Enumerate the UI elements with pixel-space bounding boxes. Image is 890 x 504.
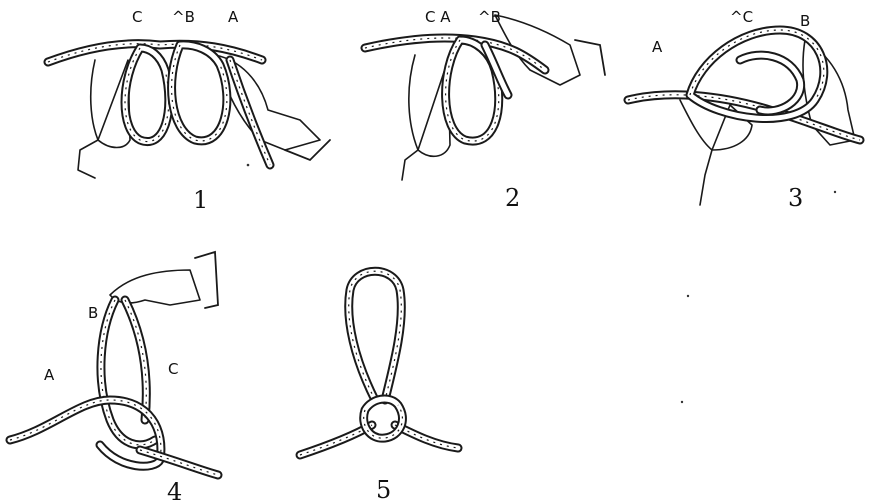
rope-2	[365, 38, 545, 141]
ink-dot	[687, 295, 689, 297]
figure-number: 3	[788, 184, 803, 212]
rope-5	[300, 271, 458, 455]
label-c-a: C A	[425, 8, 451, 26]
figure-5: 5	[300, 271, 689, 504]
figure-1: C ^B A 1	[48, 8, 330, 214]
figure-3: A ^C B 3	[628, 8, 860, 212]
label-c: C	[132, 8, 142, 26]
label-c: ^C	[730, 8, 753, 26]
figure-number: 1	[193, 186, 208, 214]
label-b: B	[88, 304, 98, 322]
label-b: B	[800, 12, 810, 30]
rope-4	[10, 300, 218, 475]
figure-number: 4	[167, 478, 182, 504]
figure-number: 2	[505, 184, 520, 212]
label-a: A	[44, 366, 55, 384]
figure-4: B A C 4	[10, 252, 218, 504]
label-b: ^B	[172, 8, 195, 26]
hand-left	[402, 55, 450, 180]
label-b: ^B	[478, 8, 501, 26]
ink-dot	[834, 191, 836, 193]
label-c: C	[168, 360, 178, 378]
figure-2: C A ^B 2	[365, 8, 605, 212]
ink-dot	[681, 401, 683, 403]
ink-dot	[247, 164, 250, 167]
label-a: A	[228, 8, 239, 26]
sleeve-right	[575, 40, 605, 75]
label-a: A	[652, 38, 663, 56]
figure-number: 5	[376, 476, 391, 504]
